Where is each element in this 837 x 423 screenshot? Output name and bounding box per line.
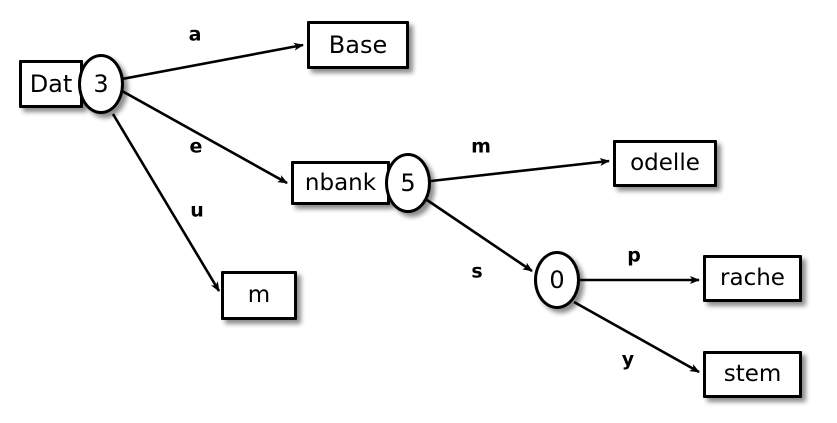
node-m_box[interactable]: m: [221, 271, 297, 320]
edge-label-y: y: [621, 348, 635, 371]
edge-label-e: e: [189, 135, 203, 158]
edge-s-line[interactable]: [426, 198, 533, 273]
edge-label-u: u: [190, 199, 204, 222]
node-label-odelle: odelle: [630, 150, 700, 176]
edge-u-line[interactable]: [111, 113, 221, 292]
node-dat[interactable]: Dat: [19, 60, 83, 108]
node-label-stem: stem: [723, 361, 782, 387]
node-label-n3: 3: [93, 70, 109, 98]
node-label-m_box: m: [247, 282, 271, 308]
node-stem[interactable]: stem: [703, 351, 802, 398]
edge-m-line[interactable]: [430, 158, 610, 183]
node-label-nbank: nbank: [304, 169, 377, 196]
node-nbank[interactable]: nbank: [291, 161, 390, 205]
edge-label-a: a: [188, 23, 202, 46]
node-odelle[interactable]: odelle: [613, 140, 717, 187]
node-n3[interactable]: 3: [78, 54, 124, 114]
node-label-n0: 0: [549, 266, 565, 294]
node-n0[interactable]: 0: [534, 251, 580, 309]
edge-y-line[interactable]: [573, 300, 700, 374]
node-label-n5: 5: [400, 169, 416, 197]
node-rache[interactable]: rache: [703, 255, 802, 302]
edge-label-m: m: [471, 135, 491, 158]
node-base[interactable]: Base: [307, 21, 409, 69]
edge-e-line[interactable]: [121, 89, 288, 185]
node-label-rache: rache: [720, 265, 785, 291]
node-label-base: Base: [328, 31, 388, 59]
edge-a-line[interactable]: [121, 42, 304, 81]
node-label-dat: Dat: [29, 70, 73, 98]
edge-label-p: p: [627, 244, 641, 267]
edge-label-s: s: [471, 260, 483, 283]
node-n5[interactable]: 5: [385, 153, 431, 213]
